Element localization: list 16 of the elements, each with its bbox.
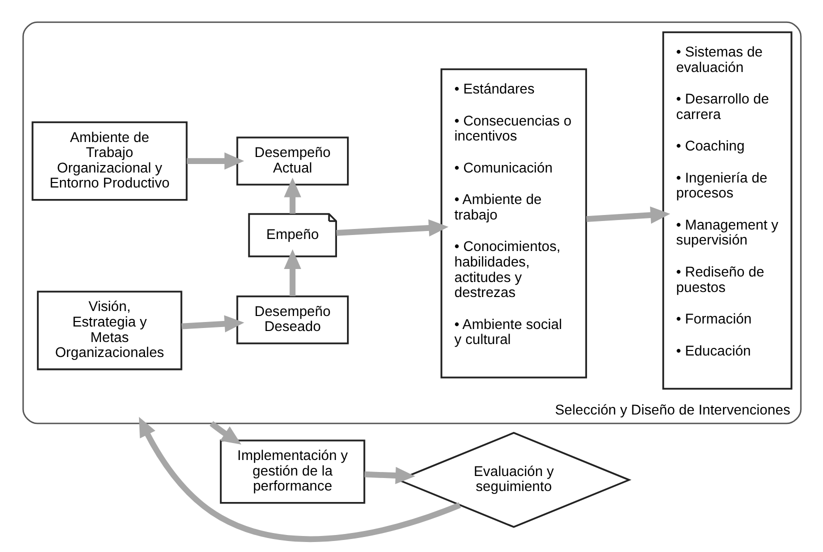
- arrow: [209, 421, 241, 444]
- arrow: [138, 416, 460, 542]
- node-box: Implementación y gestión de la performance: [219, 440, 365, 504]
- node-box: Desempeño Actual: [236, 136, 348, 186]
- arrow: [186, 152, 244, 170]
- arrow: [586, 206, 670, 224]
- node-box: • Sistemas de evaluación • Desarrollo de carrera • Coaching • Ingeniería de procesos • Management y supervisión • Rediseño de puestos • Formación • Educación: [662, 31, 792, 390]
- node-box: • Estándares • Consecuencias o incentivos • Comunicación • Ambiente de trabajo • Conocimientos, habilidades, actitudes y destrezas • Ambiente social y cultural: [440, 68, 587, 378]
- node-box: Visión, Estrategia y Metas Organizacionales: [36, 290, 182, 370]
- node-box: Ambiente de Trabajo Organizacional y Entorno Productivo: [31, 121, 188, 201]
- arrow: [180, 315, 244, 332]
- arrow: [283, 178, 301, 214]
- arrow: [364, 466, 415, 484]
- node-box: Desempeño Deseado: [236, 295, 348, 344]
- arrow: [283, 249, 301, 296]
- arrow: [336, 219, 448, 237]
